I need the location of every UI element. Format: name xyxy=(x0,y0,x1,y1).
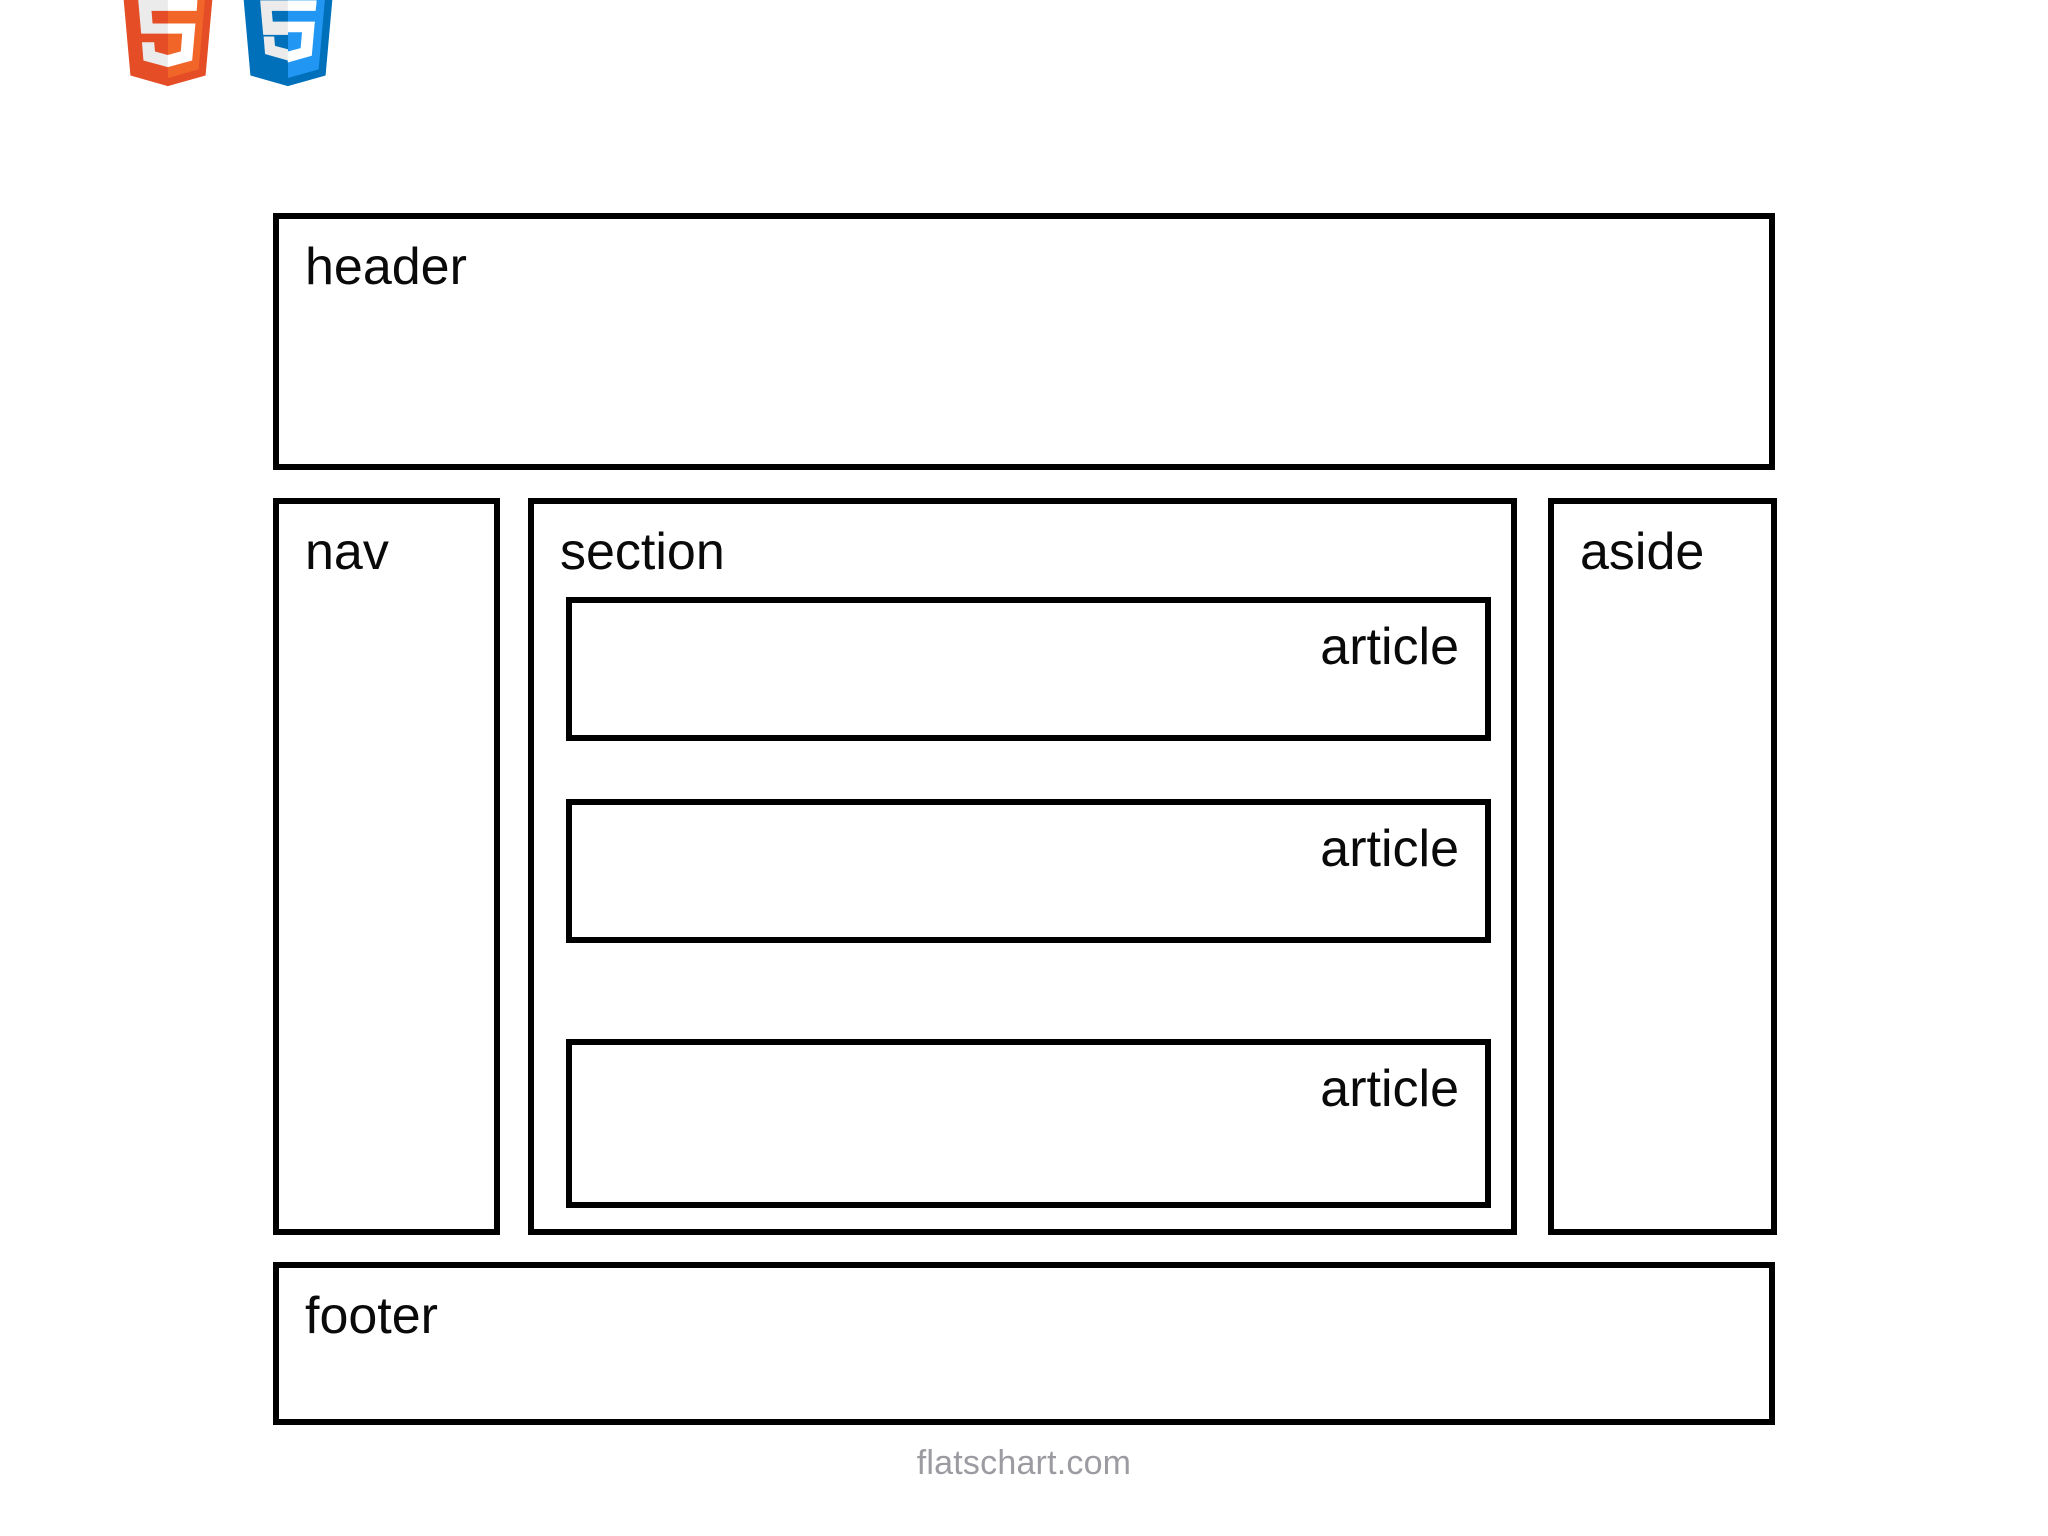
watermark-text: flatschart.com xyxy=(916,1444,1132,1482)
css3-logo xyxy=(236,0,340,104)
article-label: article xyxy=(1320,618,1459,676)
aside-region: aside xyxy=(1548,498,1777,1235)
article-region: article xyxy=(566,597,1491,741)
article-label: article xyxy=(1320,1060,1459,1118)
footer-label: footer xyxy=(305,1287,438,1345)
header-label: header xyxy=(305,238,467,296)
nav-region: nav xyxy=(273,498,500,1235)
article-label: article xyxy=(1320,820,1459,878)
footer-region: footer xyxy=(273,1262,1775,1425)
html5-logo xyxy=(116,0,220,104)
section-label: section xyxy=(560,523,725,581)
nav-label: nav xyxy=(305,523,389,581)
article-region: article xyxy=(566,799,1491,943)
logo-group xyxy=(116,0,340,104)
article-region: article xyxy=(566,1039,1491,1208)
section-region: section article article article xyxy=(528,498,1517,1235)
aside-label: aside xyxy=(1580,523,1705,581)
header-region: header xyxy=(273,213,1775,470)
